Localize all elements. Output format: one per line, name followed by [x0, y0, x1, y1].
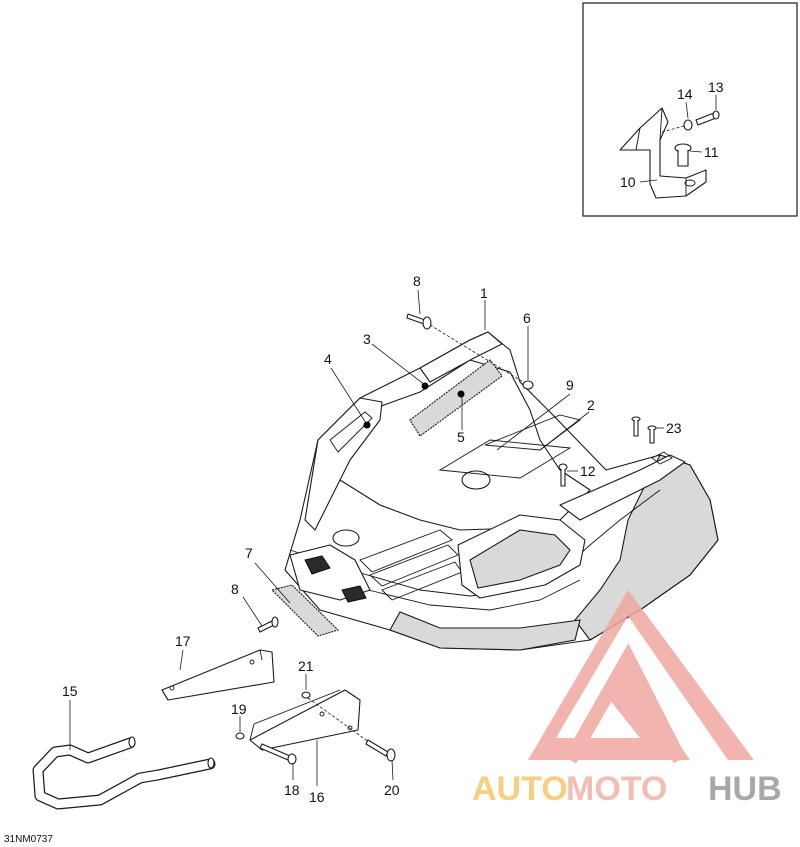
rivet-12-shape [558, 463, 568, 487]
callout-5: 5 [457, 429, 465, 445]
nut-19-shape [235, 732, 245, 740]
nut-21-shape [301, 691, 311, 699]
inset-detail [582, 2, 798, 217]
watermark: AUTO MOTO HUB [472, 590, 782, 808]
watermark-text-hub: HUB [708, 770, 782, 808]
callout-15: 15 [62, 683, 78, 699]
callouts: 1 2 3 4 5 6 7 8 8 9 10 11 12 13 14 15 16… [62, 79, 724, 805]
rivet-8-front-shape [257, 616, 279, 633]
callout-2: 2 [587, 397, 595, 413]
leader-lines [69, 95, 717, 786]
mesh-7-shape [270, 584, 340, 637]
callout-20: 20 [384, 782, 400, 798]
rivet-8-top-shape [406, 313, 432, 330]
callout-1: 1 [480, 285, 488, 301]
washer-14-shape [683, 119, 693, 131]
watermark-inner-triangle-icon [563, 643, 687, 764]
watermark-text-moto: MOTO [566, 770, 667, 808]
bumper-15-shape [32, 736, 216, 810]
callout-12: 12 [580, 463, 596, 479]
drawing-code: 31NM0737 [4, 834, 53, 845]
rivet-path-guide [429, 324, 529, 386]
washer-6-shape [522, 380, 534, 390]
screw-13-shape [695, 110, 720, 126]
watermark-logo-icon [528, 590, 754, 760]
callout-8-front: 8 [231, 581, 239, 597]
bolt-11-shape [674, 143, 692, 167]
callout-18: 18 [284, 782, 300, 798]
bracket-10-shape [619, 107, 707, 199]
callout-3: 3 [363, 331, 371, 347]
belly-pan-1-shape [284, 331, 719, 651]
plate-16-shape [249, 689, 361, 751]
callout-7: 7 [245, 545, 253, 561]
bolt-18-shape [259, 743, 297, 765]
callout-6: 6 [523, 310, 531, 326]
screws-23-shape [631, 416, 657, 444]
callout-23: 23 [666, 420, 682, 436]
callout-16: 16 [309, 789, 325, 805]
watermark-text-auto: AUTO [472, 770, 568, 808]
callout-14: 14 [677, 86, 693, 102]
callout-4: 4 [324, 351, 332, 367]
callout-9: 9 [566, 377, 574, 393]
callout-10: 10 [620, 174, 636, 190]
callout-11: 11 [704, 144, 719, 160]
callout-8-top: 8 [413, 273, 421, 289]
bracket-17-shape [161, 649, 275, 701]
callout-17: 17 [175, 633, 191, 649]
bolt-20-shape [365, 739, 396, 762]
callout-13: 13 [708, 79, 724, 95]
callout-21: 21 [298, 658, 314, 674]
callout-19: 19 [231, 701, 247, 717]
